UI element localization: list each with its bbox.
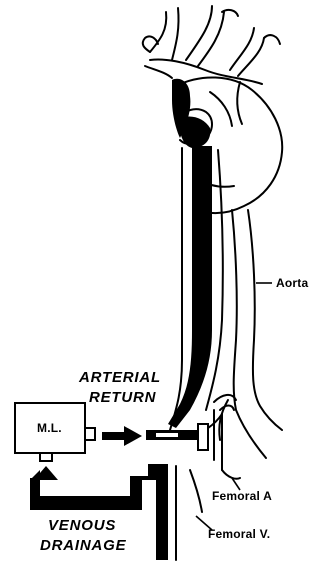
arterial-cannula (146, 414, 222, 450)
ml-box-label: M.L. (37, 421, 62, 435)
aorta-vessel (219, 210, 282, 458)
arterial-return-label-line2: RETURN (89, 389, 156, 406)
atrial-shading (172, 79, 210, 148)
arterial-return-arrow (102, 426, 142, 446)
venous-drainage-label-line1: VENOUS (48, 517, 116, 534)
femoral-leader-lines (196, 478, 240, 530)
venous-drainage-label-line2: DRAINAGE (40, 537, 126, 554)
aorta-label: Aorta (276, 276, 308, 290)
venous-cannula-stripe (168, 146, 212, 428)
femoral-vein-label: Femoral V. (208, 527, 270, 541)
aortic-arch-branches (143, 6, 280, 84)
arterial-return-label-line1: ARTERIAL (79, 369, 161, 386)
femoral-artery-label: Femoral A (212, 489, 272, 503)
femoral-vein (176, 466, 202, 560)
